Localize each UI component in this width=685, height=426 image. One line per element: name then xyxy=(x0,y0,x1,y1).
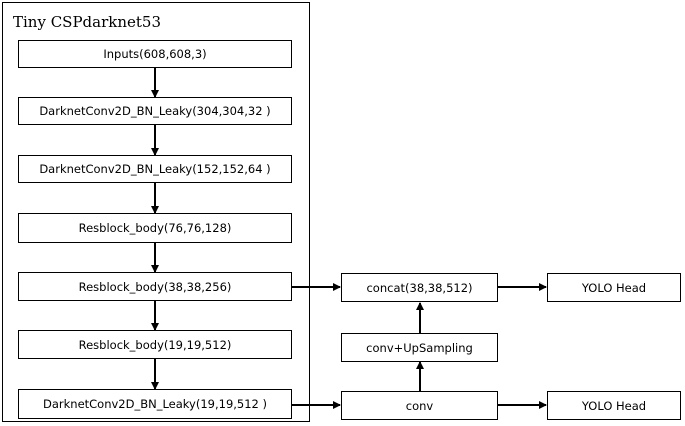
node-resblock-1: Resblock_body(76,76,128) xyxy=(18,213,292,243)
backbone-title: Tiny CSPdarknet53 xyxy=(13,13,162,31)
node-resblock-3: Resblock_body(19,19,512) xyxy=(18,330,292,359)
backbone-frame: Tiny CSPdarknet53 xyxy=(2,2,310,422)
node-resblock-2: Resblock_body(38,38,256) xyxy=(18,272,292,301)
node-conv: conv xyxy=(341,391,498,420)
node-darknetconv-2: DarknetConv2D_BN_Leaky(152,152,64 ) xyxy=(18,155,292,183)
node-yolo-head-1: YOLO Head xyxy=(547,273,681,302)
node-inputs: Inputs(608,608,3) xyxy=(18,40,292,68)
node-darknetconv-3: DarknetConv2D_BN_Leaky(19,19,512 ) xyxy=(18,389,292,419)
node-concat: concat(38,38,512) xyxy=(341,273,498,302)
node-conv-upsampling: conv+UpSampling xyxy=(341,333,498,362)
node-yolo-head-2: YOLO Head xyxy=(547,391,681,420)
node-darknetconv-1: DarknetConv2D_BN_Leaky(304,304,32 ) xyxy=(18,97,292,125)
